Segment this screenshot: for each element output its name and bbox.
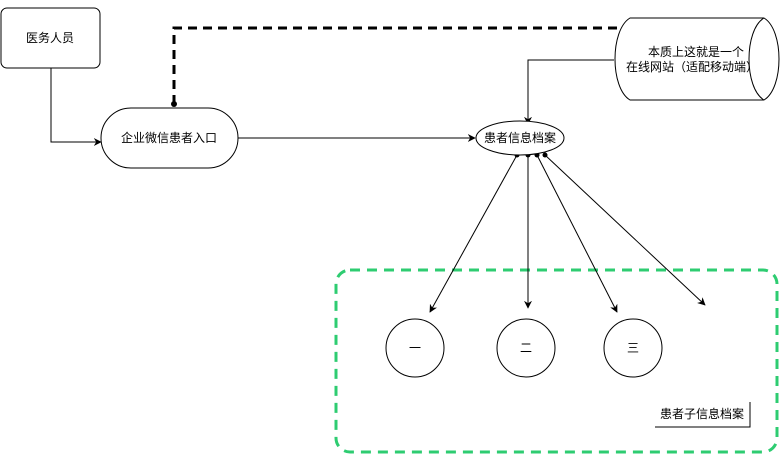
child-node-two-label: 二	[520, 341, 532, 355]
child-node-three-label: 三	[627, 341, 639, 355]
wechat-entry-node[interactable]	[100, 107, 239, 169]
edge-staff-to-entry	[50, 68, 102, 146]
medical-staff-label: 医务人员	[26, 30, 74, 45]
wechat-entry-label: 企业微信患者入口	[121, 130, 217, 145]
medical-staff-node[interactable]	[0, 7, 101, 69]
website-label-line2: 在线网站（适配移动端）	[626, 60, 758, 74]
edge-website-to-record	[524, 59, 614, 125]
edge-record-to-three	[536, 154, 618, 313]
website-node-curve	[748, 17, 765, 101]
edge-record-to-one	[429, 154, 518, 313]
dashed-edge-endpoint	[171, 101, 177, 107]
patient-record-label: 患者信息档案	[484, 130, 556, 145]
child-node-three[interactable]	[603, 318, 663, 378]
child-node-one-label: 一	[409, 341, 421, 355]
edge-record-to-sub-label	[544, 154, 706, 306]
patient-record-node[interactable]	[475, 120, 565, 156]
sub-record-bracket	[655, 402, 751, 428]
sub-record-group	[334, 268, 779, 454]
child-node-two[interactable]	[496, 318, 556, 378]
website-label-line1: 本质上这就是一个	[648, 44, 744, 59]
fan-out-endpoint	[542, 152, 548, 158]
sub-record-label: 患者子信息档案	[660, 406, 744, 421]
edge-entry-to-website-dashed	[172, 26, 620, 104]
child-node-one[interactable]	[385, 318, 445, 378]
